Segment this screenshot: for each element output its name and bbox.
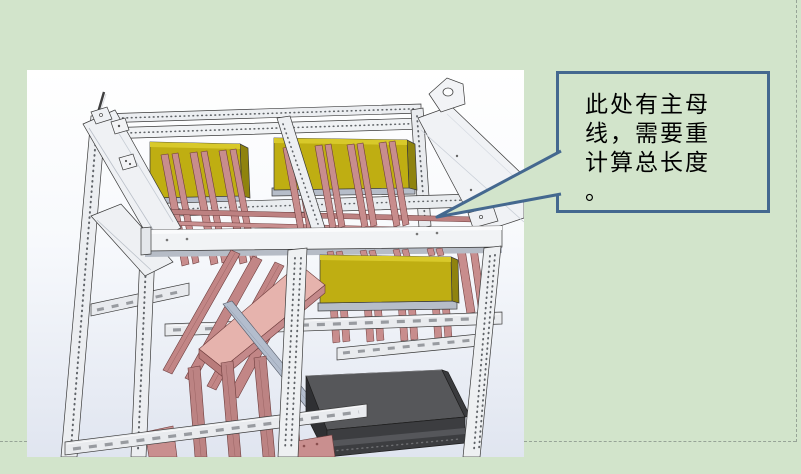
placeholder-guide-right: [796, 0, 797, 442]
cad-image[interactable]: [27, 70, 524, 457]
callout-text-line: 。: [585, 179, 610, 204]
placeholder-guide-bottom-right: [524, 441, 796, 442]
frame-right-post: [462, 245, 502, 457]
frame-main-beam: [140, 225, 503, 257]
frame-center-post: [277, 247, 308, 457]
placeholder-guide-bottom-left: [0, 441, 27, 442]
callout-text-line: 线，需要重: [585, 121, 710, 146]
callout-bubble[interactable]: 此处有主母 线，需要重 计算总长度 。: [556, 71, 770, 213]
callout-text-line: 计算总长度: [585, 150, 710, 175]
frame-left-posts: [60, 113, 157, 457]
frame-left-beam: [82, 91, 182, 277]
cad-model-svg: [27, 70, 524, 457]
callout-leader[interactable]: [430, 140, 564, 228]
callout-text-line: 此处有主母: [585, 92, 710, 117]
